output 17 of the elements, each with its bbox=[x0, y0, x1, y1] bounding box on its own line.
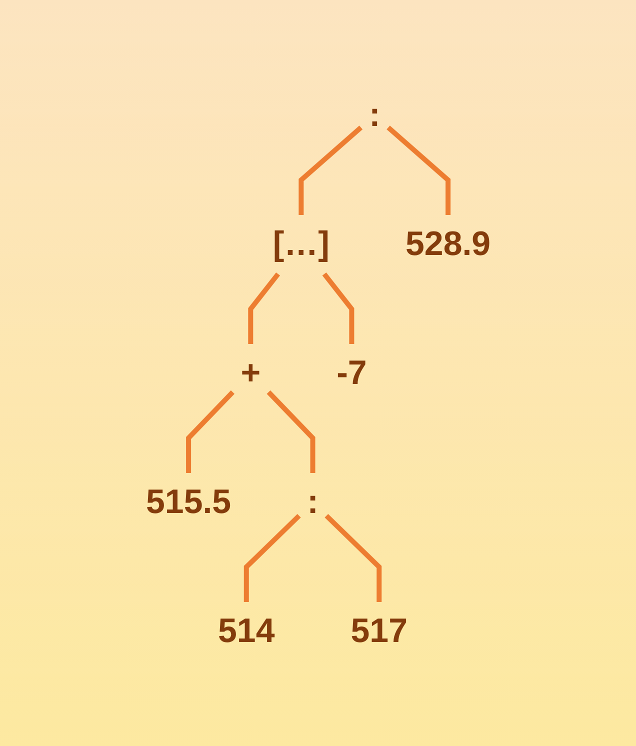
node-text: + bbox=[240, 353, 260, 392]
connector bbox=[248, 272, 280, 344]
node-text: 517 bbox=[350, 611, 408, 650]
node-text: 528.9 bbox=[405, 224, 490, 262]
node-text: -7 bbox=[336, 353, 367, 392]
connector bbox=[322, 272, 354, 344]
node-text: 515.5 bbox=[146, 482, 231, 520]
connector bbox=[324, 513, 382, 602]
node-text: : bbox=[306, 482, 318, 520]
connector bbox=[298, 125, 362, 214]
node-text: : bbox=[368, 96, 380, 134]
connector bbox=[266, 390, 315, 472]
connector bbox=[186, 390, 234, 472]
node-text: 514 bbox=[218, 611, 274, 650]
connector bbox=[244, 513, 301, 602]
node-text: […] bbox=[272, 224, 330, 262]
connector bbox=[386, 125, 450, 214]
